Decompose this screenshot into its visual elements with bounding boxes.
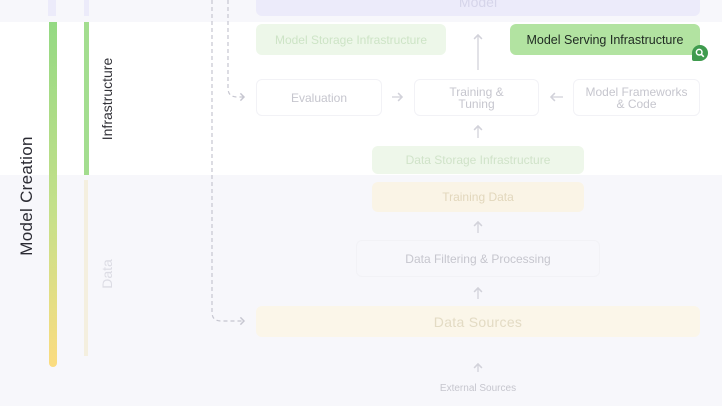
node-label: Evaluation (290, 90, 348, 105)
model-serving-infrastructure-node[interactable]: Model Serving Infrastructure (510, 24, 700, 55)
section-bar-stub (84, 0, 89, 16)
node-label: Training & Tuning (449, 84, 504, 111)
node-label: Training Data (442, 190, 514, 204)
training-tuning-node: Training & Tuning (414, 79, 539, 116)
external-sources-label: External Sources (439, 383, 517, 394)
node-label: Model Frameworks & Code (585, 84, 688, 111)
data-filtering-processing-node: Data Filtering & Processing (356, 240, 600, 277)
model-storage-infrastructure-node: Model Storage Infrastructure (256, 24, 446, 55)
dashed-connector-evaluation (227, 0, 246, 102)
evaluation-node: Evaluation (256, 79, 382, 116)
infrastructure-bar (84, 22, 89, 175)
dashed-connector-data-sources (211, 0, 246, 326)
model-creation-bar (49, 22, 57, 367)
model-node: Model (256, 0, 700, 16)
search-icon[interactable] (692, 45, 708, 61)
node-label: Model Serving Infrastructure (526, 32, 684, 47)
model-frameworks-code-node: Model Frameworks & Code (573, 79, 700, 116)
data-storage-infrastructure-node: Data Storage Infrastructure (372, 146, 584, 174)
training-data-node: Training Data (372, 182, 584, 212)
section-bar-stub (48, 0, 56, 16)
data-bar (84, 180, 88, 356)
node-label: Data Filtering & Processing (405, 251, 551, 266)
node-label: Data Sources (433, 313, 523, 330)
node-label: Model Storage Infrastructure (274, 32, 428, 47)
node-label: Data Storage Infrastructure (405, 153, 551, 167)
data-sources-node: Data Sources (256, 306, 700, 337)
